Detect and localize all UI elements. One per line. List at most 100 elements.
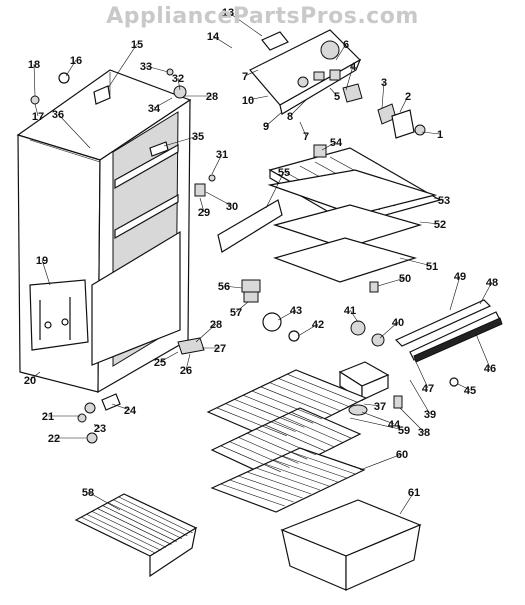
rack-wire: [113, 499, 188, 537]
callout-label: 35: [192, 131, 204, 143]
leader-line: [277, 309, 297, 321]
callout-label: 2: [405, 91, 411, 103]
leader-line: [65, 59, 77, 77]
shelf-wire: [229, 479, 294, 503]
callout-label: 10: [242, 95, 254, 107]
callout-label: 54: [330, 137, 343, 149]
callout-label: 59: [398, 425, 410, 437]
leader-line: [449, 275, 461, 311]
leader-line: [235, 301, 249, 313]
shelf-wire: [238, 475, 303, 499]
callout-label: 42: [312, 319, 324, 331]
shelf-wire: [238, 437, 299, 464]
callout-label: 7: [242, 71, 248, 83]
leader-line: [93, 423, 101, 429]
leader-line: [265, 171, 285, 209]
callout-label: 49: [454, 271, 466, 283]
shelf-wire: [278, 378, 349, 407]
shelf-wire: [216, 407, 287, 437]
leader-line: [211, 153, 223, 175]
shelf-wire: [247, 471, 312, 495]
callout-label: 32: [172, 73, 184, 85]
rack-wire: [97, 508, 172, 545]
leader-line: [399, 95, 409, 113]
leader-line: [145, 65, 169, 73]
leader-line: [475, 333, 491, 369]
shelf-wire: [273, 420, 334, 447]
callout-label: 45: [464, 385, 476, 397]
leader-line: [227, 11, 263, 37]
shelf-wire: [287, 373, 358, 403]
leader-line: [177, 77, 181, 91]
rack-wire: [102, 505, 177, 542]
callout-label: 3: [381, 77, 387, 89]
callout-label: 38: [418, 427, 430, 439]
leader-line: [212, 35, 233, 49]
rack-wire: [81, 516, 156, 554]
leader-line: [247, 95, 269, 101]
leader-line: [379, 321, 399, 339]
callout-label: 33: [140, 61, 152, 73]
leader-line: [265, 111, 283, 127]
leader-line: [399, 257, 433, 267]
leader-line: [321, 141, 337, 151]
callout-label: 23: [94, 423, 106, 435]
leader-line: [163, 135, 199, 147]
leader-line: [359, 453, 403, 471]
shelf-wire: [269, 382, 340, 411]
leader-line: [107, 43, 138, 89]
callout-label: 41: [344, 305, 356, 317]
callout-label: 30: [226, 201, 238, 213]
leader-lines: [29, 11, 493, 515]
leader-line: [377, 277, 406, 287]
callout-label: 17: [32, 111, 44, 123]
crisper-cover-assembly: [217, 144, 442, 283]
leader-line: [409, 379, 431, 415]
callout-label: 55: [278, 167, 290, 179]
callout-label: 13: [222, 7, 234, 19]
callout-label: 1: [437, 129, 443, 141]
leader-line: [433, 197, 445, 201]
leader-line: [205, 191, 233, 207]
callout-label: 6: [343, 39, 349, 51]
leader-line: [415, 361, 429, 389]
callout-label: 36: [52, 109, 64, 121]
dairy-and-hinge-parts: [338, 361, 459, 416]
leader-line: [381, 81, 385, 109]
leader-line: [223, 285, 243, 289]
crisper-pan-part: [280, 499, 422, 591]
callout-label: 27: [214, 343, 226, 355]
leader-line: [289, 99, 307, 117]
leader-line: [159, 351, 179, 363]
callout-label: 50: [399, 273, 411, 285]
leader-line: [87, 491, 121, 511]
control-box-part: [249, 29, 363, 115]
shelf-wire: [255, 428, 317, 456]
callout-label: 8: [287, 111, 293, 123]
shelf-wire: [243, 394, 314, 424]
leader-line: [153, 97, 173, 109]
shelf-wire: [291, 451, 356, 475]
callout-label: 58: [82, 487, 94, 499]
callout-label: 7: [303, 131, 309, 143]
callout-label: 37: [374, 401, 386, 413]
shelf-wire: [220, 445, 281, 473]
leader-line: [29, 371, 41, 381]
callout-label: 61: [408, 487, 420, 499]
shelf-wire: [264, 463, 329, 487]
callout-label: 46: [484, 363, 496, 375]
light-switch-parts: [377, 103, 426, 139]
shelf-wire: [225, 403, 296, 432]
callout-label: 25: [154, 357, 166, 369]
shelf-wire: [255, 467, 321, 491]
rack-wire: [86, 513, 161, 551]
callout-label: 20: [24, 375, 36, 387]
callout-label: 56: [218, 281, 230, 293]
leader-line: [33, 63, 36, 97]
callout-label: 19: [36, 255, 48, 267]
shelf-wire: [247, 432, 308, 460]
leader-line: [185, 353, 191, 371]
callout-label: 39: [424, 409, 436, 421]
